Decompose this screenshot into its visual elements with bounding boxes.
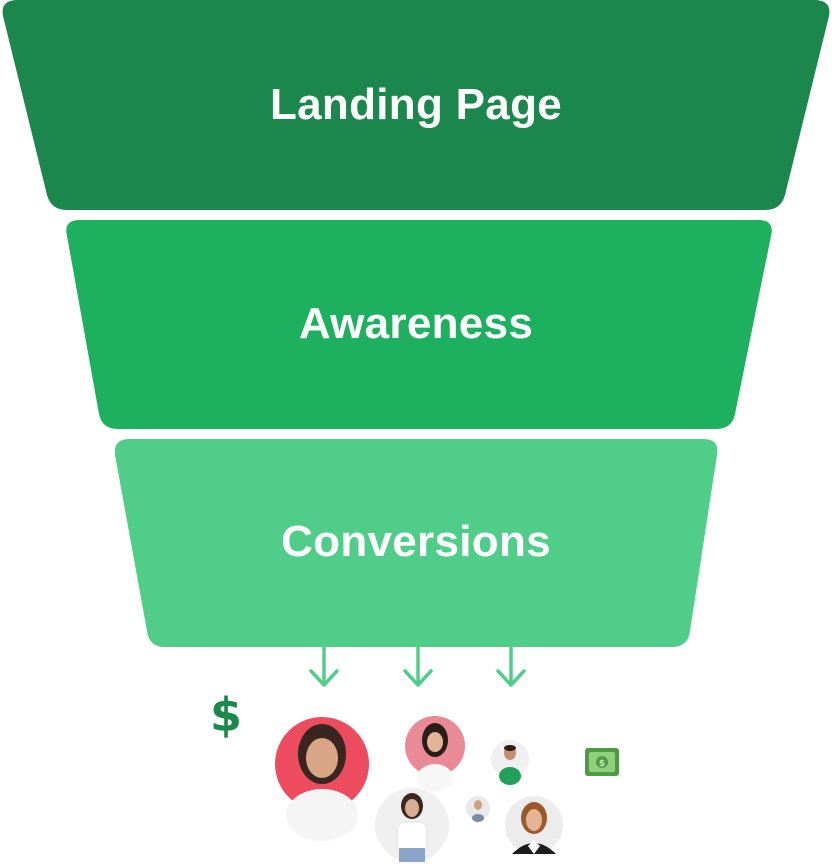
dollar-icon: $: [209, 688, 242, 742]
stage-label-conversions: Conversions: [281, 517, 551, 566]
arrow-down-icon: [403, 646, 433, 687]
funnel-stage-landing-page: [2, 0, 830, 210]
stage-label-landing-page: Landing Page: [269, 80, 563, 129]
svg-text:$: $: [599, 759, 605, 769]
banknote-icon: $: [585, 748, 619, 776]
person-avatar: [505, 796, 563, 854]
person-avatar: [466, 796, 490, 822]
person-avatar: [275, 717, 369, 841]
arrow-down-icon: [496, 646, 526, 687]
person-avatar: [405, 716, 465, 792]
person-avatar: [491, 740, 529, 785]
funnel-stage-awareness: [66, 220, 772, 429]
arrow-down-icon: [309, 646, 339, 687]
person-avatar: [375, 788, 449, 862]
stage-label-awareness: Awareness: [298, 299, 534, 348]
funnel-stage-conversions: [114, 439, 718, 647]
